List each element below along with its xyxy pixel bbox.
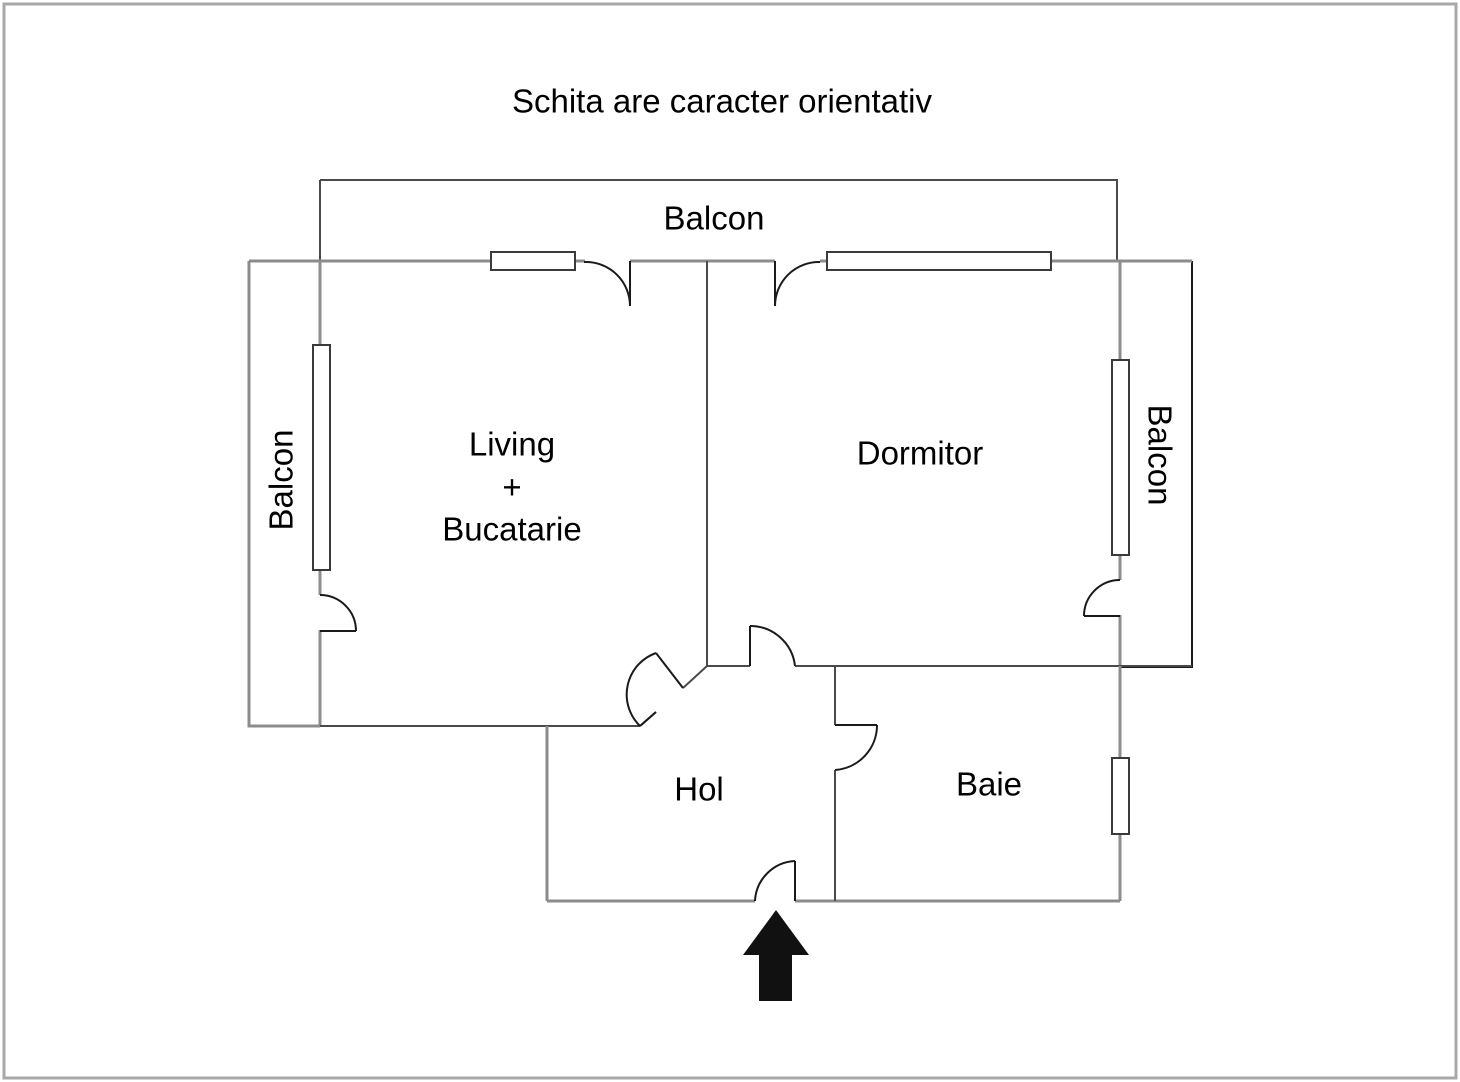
- window-living-top: [490, 251, 576, 271]
- room-label-balcon-right: Balcon: [1141, 405, 1178, 506]
- window-living-left: [312, 344, 331, 571]
- room-label-bucatarie: Bucatarie: [442, 511, 581, 548]
- door-living-to-balcon-top: [584, 260, 631, 307]
- door-hol-to-dormitor: [749, 624, 796, 667]
- door-dormitor-to-balcon-right: [1083, 579, 1121, 617]
- window-dormitor-right: [1111, 359, 1130, 556]
- room-label-baie: Baie: [956, 766, 1022, 803]
- room-label-balcon-left: Balcon: [263, 430, 300, 531]
- room-label-dormitor: Dormitor: [857, 435, 984, 472]
- window-baie-right: [1111, 757, 1130, 835]
- window-dormitor-top: [826, 251, 1052, 271]
- balcon-top-outline: [319, 179, 1118, 262]
- room-label-balcon-top: Balcon: [664, 200, 765, 237]
- door-dormitor-to-balcon-top: [774, 260, 821, 307]
- door-living-to-balcon-left: [319, 594, 357, 632]
- room-label-hol: Hol: [674, 771, 724, 808]
- room-label-living: Living: [469, 426, 555, 463]
- door-living-to-hol: [625, 652, 684, 727]
- door-entrance: [754, 860, 796, 902]
- page-title: Schita are caracter orientativ: [512, 83, 933, 120]
- door-hol-to-baie: [834, 724, 879, 771]
- entrance-direction-arrow: [743, 910, 809, 1001]
- room-label-living-plus: +: [502, 469, 521, 506]
